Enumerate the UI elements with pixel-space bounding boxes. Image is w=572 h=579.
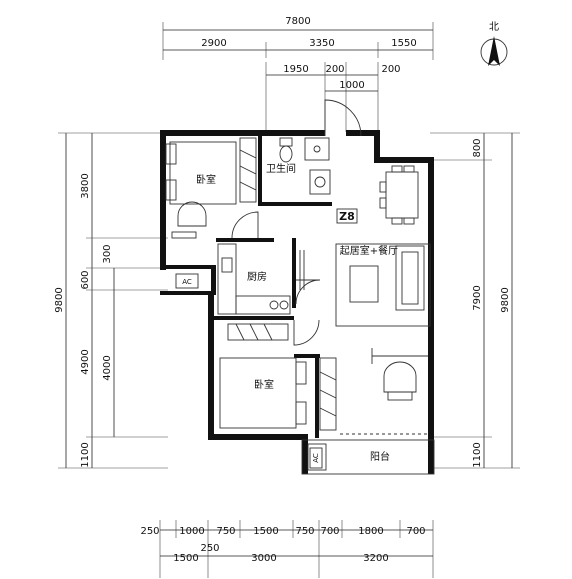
toilet-icon xyxy=(279,137,293,147)
label-balcony: 阳台 xyxy=(370,450,390,463)
dim-right-total: 9800 xyxy=(500,287,511,312)
stove-icon xyxy=(269,300,279,310)
dim-left-seg-3: 4900 xyxy=(80,349,91,374)
label-bathroom: 卫生间 xyxy=(266,162,296,175)
top-dimensions: 7800 2900 3350 1550 1950 200 200 1000 xyxy=(162,16,434,132)
unit-tag-box xyxy=(336,208,358,224)
dim-bottom-r2-3: 3200 xyxy=(363,553,388,564)
dining-table-icon xyxy=(385,171,419,219)
coffee-table-icon xyxy=(349,265,379,303)
north-compass: 北 xyxy=(480,21,508,66)
label-living: 起居室+餐厅 xyxy=(340,244,398,257)
label-bedroom2: 卧室 xyxy=(254,378,274,391)
dim-left-seg-4: 4000 xyxy=(102,355,113,380)
dim-top-r3-0: 1000 xyxy=(339,80,364,91)
dim-right-seg-1: 7900 xyxy=(472,285,483,310)
dim-left-seg-2: 600 xyxy=(80,270,91,289)
dim-bottom-r1-2: 750 xyxy=(216,526,235,537)
armchair-icon xyxy=(383,361,417,393)
bottom-dimensions: 250 1000 750 1500 750 700 1800 700 1500 … xyxy=(140,520,434,578)
wardrobe1-icon xyxy=(239,137,257,203)
washbasin-icon xyxy=(309,169,331,195)
dim-top-r1-2: 1550 xyxy=(391,38,416,49)
bedroom2-door-icon xyxy=(293,319,320,346)
dim-bottom-r1-1: 1000 xyxy=(179,526,204,537)
doors xyxy=(231,99,362,346)
dim-top-r2-2: 200 xyxy=(381,64,400,75)
label-ac2: AC xyxy=(312,453,320,463)
kitchen-counter-icon xyxy=(217,243,237,315)
compass-label: 北 xyxy=(489,21,499,33)
shower-icon xyxy=(304,137,330,161)
dim-left-seg-5: 1100 xyxy=(80,442,91,467)
bedroom1-door-icon xyxy=(231,211,259,239)
dim-bottom-r1-3: 1500 xyxy=(253,526,278,537)
compass-arrow-icon xyxy=(488,36,500,66)
dim-bottom-r2-1: 250 xyxy=(200,543,219,554)
dim-top-r1-1: 3350 xyxy=(309,38,334,49)
label-ac1: AC xyxy=(182,278,192,286)
dim-bottom-r1-6: 1800 xyxy=(358,526,383,537)
ac-unit-1 xyxy=(175,273,199,289)
right-dimensions: 800 7900 1100 9800 xyxy=(430,132,520,469)
dim-left-total: 9800 xyxy=(54,287,65,312)
walls xyxy=(160,130,434,474)
chair1-icon xyxy=(177,201,207,227)
furniture: Z8 xyxy=(165,137,435,475)
ac-unit-2 xyxy=(309,447,323,469)
dim-right-seg-2: 1100 xyxy=(472,442,483,467)
bed2-icon xyxy=(219,357,297,429)
unit-tag: Z8 xyxy=(339,210,355,223)
sofa-icon xyxy=(395,245,425,311)
entry-door-icon xyxy=(324,99,362,137)
balcony-railing xyxy=(301,439,435,475)
dim-bottom-r2-0: 1500 xyxy=(173,553,198,564)
kitchen-door-icon xyxy=(295,279,321,305)
bed1-icon xyxy=(169,141,237,205)
room-labels: 卧室 卫生间 厨房 起居室+餐厅 卧室 阳台 AC AC xyxy=(182,162,398,463)
dim-top-total: 7800 xyxy=(285,16,310,27)
dim-bottom-r1-0: 250 xyxy=(140,526,159,537)
dim-top-r2-0: 1950 xyxy=(283,64,308,75)
dim-left-seg-1: 300 xyxy=(102,244,113,263)
dim-top-r1-0: 2900 xyxy=(201,38,226,49)
label-bedroom1: 卧室 xyxy=(196,173,216,186)
left-dimensions: 9800 3800 300 600 4900 4000 1100 xyxy=(54,132,168,469)
dim-right-seg-0: 800 xyxy=(472,138,483,157)
label-kitchen: 厨房 xyxy=(247,270,267,283)
dim-bottom-r1-4: 750 xyxy=(295,526,314,537)
dim-bottom-r1-5: 700 xyxy=(320,526,339,537)
dim-top-r2-1: 200 xyxy=(325,64,344,75)
dim-left-seg-0: 3800 xyxy=(80,173,91,198)
dim-bottom-r2-2: 3000 xyxy=(251,553,276,564)
dim-bottom-r1-7: 700 xyxy=(406,526,425,537)
